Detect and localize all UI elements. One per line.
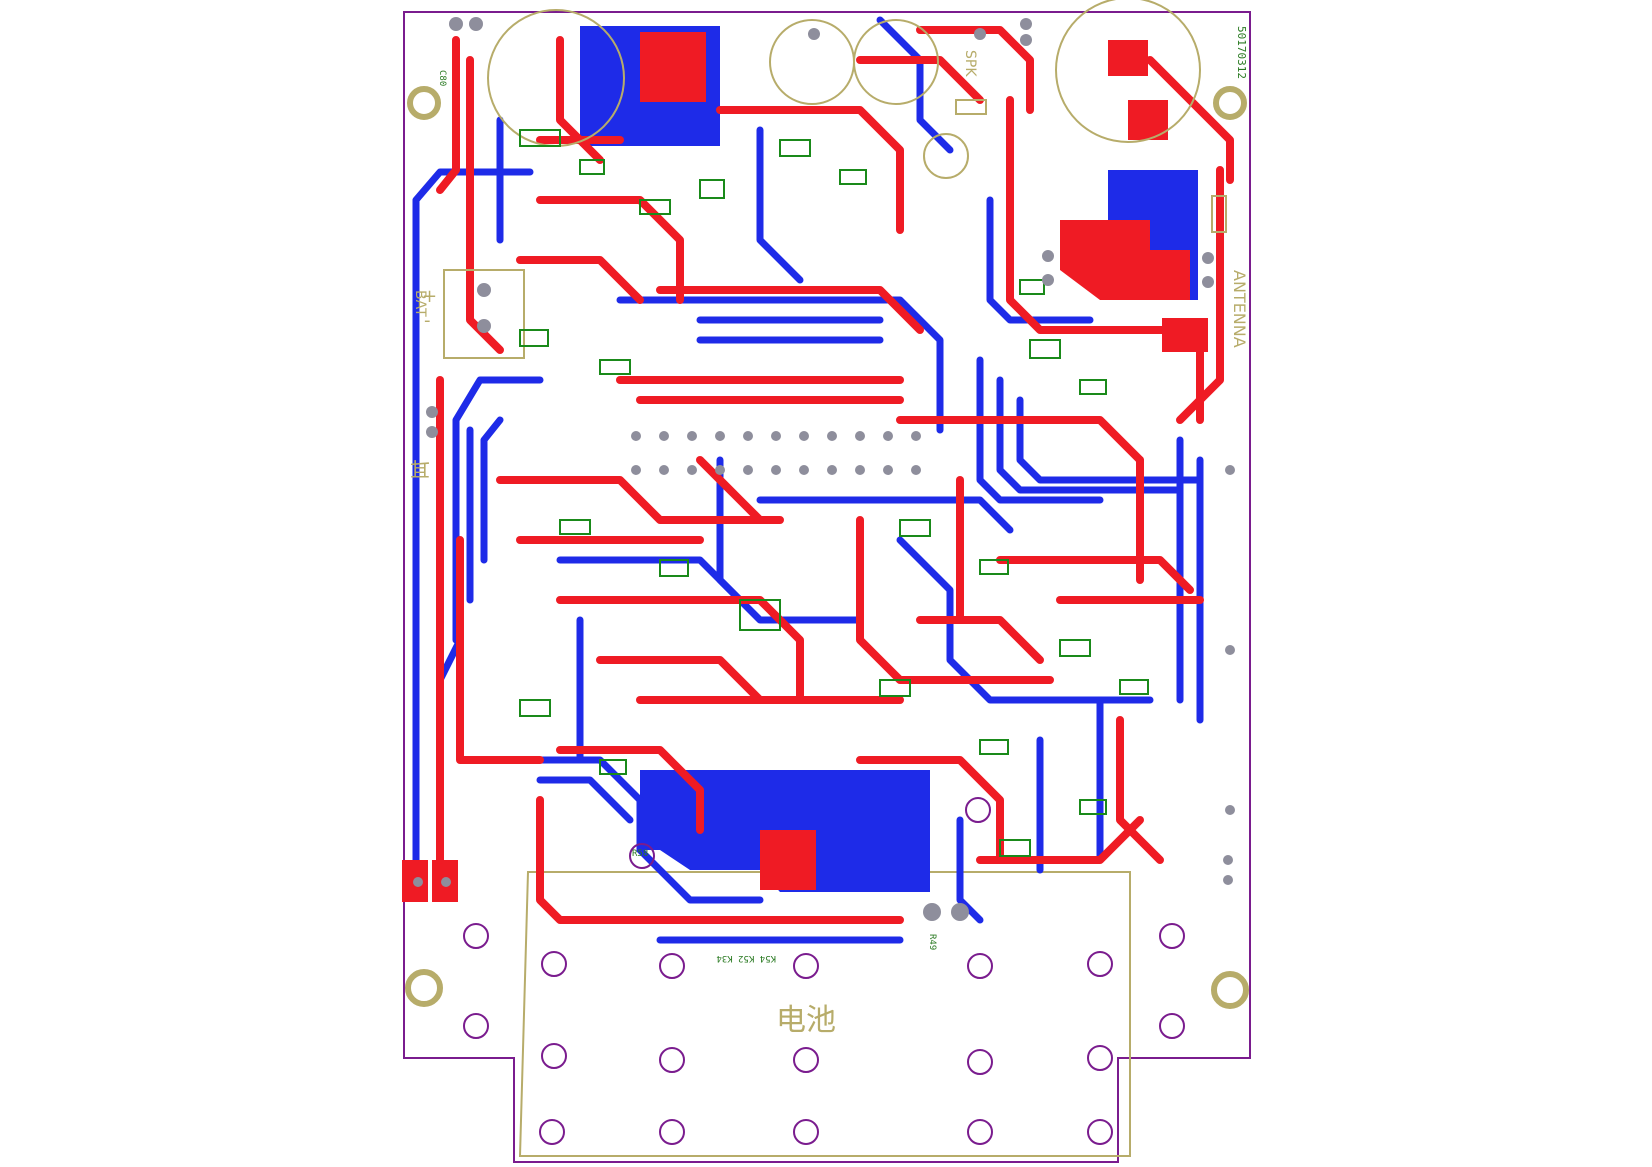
mount-hole-tl xyxy=(407,86,441,120)
speaker-label: SPK xyxy=(962,50,978,77)
bottom-traces xyxy=(412,16,1204,944)
ref-r49: R49 xyxy=(927,934,937,950)
mount-hole-bl xyxy=(405,969,443,1007)
top-pour-right-block xyxy=(1060,220,1190,300)
top-pour-lower xyxy=(760,830,816,890)
board-code: 50170312 xyxy=(1235,26,1248,79)
battery-contact-rings xyxy=(463,797,1185,1145)
top-traces xyxy=(436,26,1234,924)
battery-holder xyxy=(443,269,525,359)
mounting-holes xyxy=(405,86,1249,1009)
top-pour-cap-1 xyxy=(1108,40,1148,76)
battery-zone-label: 电池 xyxy=(776,1003,836,1038)
ref-c80: C80 xyxy=(437,70,447,86)
ear-label: 耳 xyxy=(410,457,430,481)
minus-label: - xyxy=(424,310,431,331)
cap-c3 xyxy=(853,19,939,105)
antenna-connector xyxy=(1211,195,1227,233)
battery-label: BAT xyxy=(412,290,428,317)
cap-c4 xyxy=(1055,0,1201,143)
crystal xyxy=(923,133,969,179)
keys-label: K54 K52 K34 xyxy=(716,953,776,963)
smd-components xyxy=(519,129,1149,857)
pad-rows xyxy=(413,17,1235,921)
top-pour-regulator xyxy=(640,32,706,102)
antenna-label: ANTENNA xyxy=(1230,270,1249,348)
speaker-resistor xyxy=(955,99,987,115)
top-copper-layer xyxy=(402,32,1208,902)
board-outline xyxy=(403,11,1251,1163)
mount-hole-tr xyxy=(1213,86,1247,120)
ref-r58: R58 xyxy=(632,849,648,859)
plus-label: + xyxy=(422,286,437,307)
mount-hole-br xyxy=(1211,971,1249,1009)
